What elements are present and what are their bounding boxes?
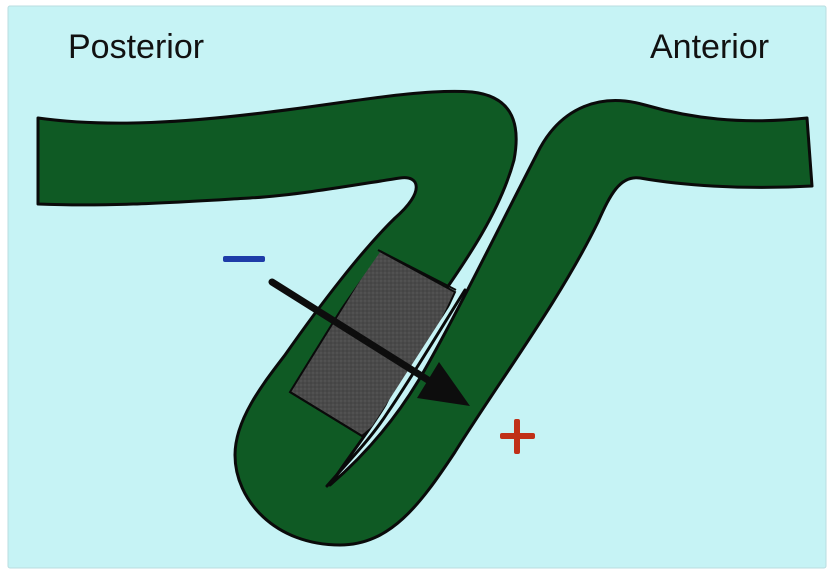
anterior-label: Anterior <box>650 30 769 64</box>
posterior-label: Posterior <box>68 30 204 64</box>
minus-icon <box>223 256 265 262</box>
